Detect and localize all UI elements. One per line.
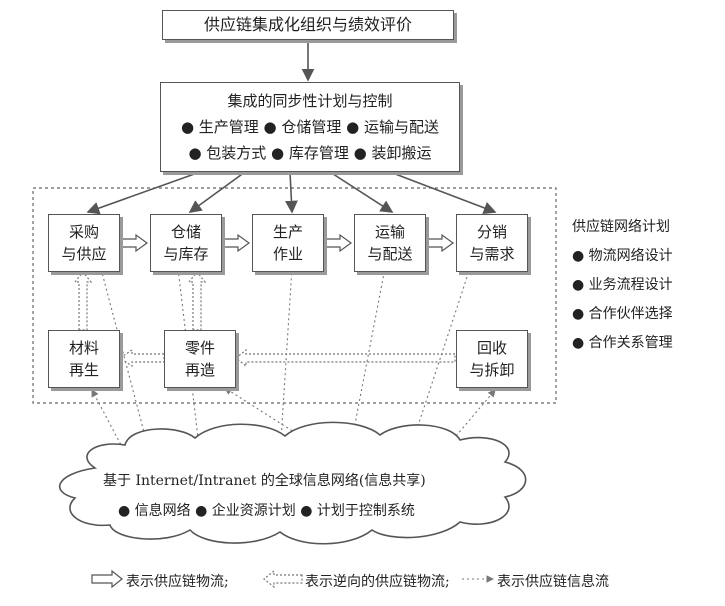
reverse-flow-arrows xyxy=(73,271,456,368)
cloud-title: 基于 Internet/Intranet 的全球信息网络(信息共享) xyxy=(103,473,426,489)
reverse-box-label: 回收 与拆卸 xyxy=(469,339,515,379)
cloud-items: ● 信息网络 ● 企业资源计划 ● 计划于控制系统 xyxy=(118,503,415,519)
reverse-box-label: 零件 再造 xyxy=(184,339,215,379)
legend-reverse-text: 表示逆向的供应链物流; xyxy=(305,574,450,590)
global-network-cloud xyxy=(58,421,527,545)
reverse-box-part-remanufacture: 零件 再造 xyxy=(164,330,236,388)
legend-forward-text: 表示供应链物流; xyxy=(126,574,229,590)
network-plan-item: ● 合作关系管理 xyxy=(572,335,673,351)
forward-flow-arrows xyxy=(120,233,455,253)
network-plan-title: 供应链网络计划 xyxy=(572,219,670,235)
flow-box-warehousing: 仓储 与库存 xyxy=(150,214,222,272)
planning-box: 集成的同步性计划与控制 ● 生产管理 ● 仓储管理 ● 运输与配送 ● 包装方式… xyxy=(160,82,460,172)
legend-forward-symbol xyxy=(91,569,123,589)
network-plan-item: ● 物流网络设计 xyxy=(572,248,673,264)
reverse-box-material-recycle: 材料 再生 xyxy=(48,330,120,388)
reverse-box-recovery-disassembly: 回收 与拆卸 xyxy=(456,330,528,388)
flow-box-label: 运输 与配送 xyxy=(367,223,413,263)
planning-title: 集成的同步性计划与控制 xyxy=(227,92,393,110)
flow-box-label: 生产 作业 xyxy=(272,223,303,263)
flow-box-procurement: 采购 与供应 xyxy=(48,214,120,272)
flow-box-transport: 运输 与配送 xyxy=(354,214,426,272)
network-plan-item: ● 合作伙伴选择 xyxy=(572,306,673,322)
flow-box-label: 采购 与供应 xyxy=(61,223,107,263)
reverse-box-label: 材料 再生 xyxy=(68,339,99,379)
planning-row-1: ● 生产管理 ● 仓储管理 ● 运输与配送 xyxy=(180,118,440,136)
legend-reverse-symbol xyxy=(263,569,303,589)
top-title-box: 供应链集成化组织与绩效评价 xyxy=(162,10,454,40)
network-plan-item: ● 业务流程设计 xyxy=(572,277,673,293)
network-plan: 供应链网络计划 ● 物流网络设计 ● 业务流程设计 ● 合作伙伴选择 ● 合作关… xyxy=(572,213,673,358)
plan-distribution-arrows xyxy=(86,171,497,215)
planning-row-2: ● 包装方式 ● 库存管理 ● 装卸搬运 xyxy=(188,144,432,162)
flow-box-label: 仓储 与库存 xyxy=(163,223,209,263)
supply-chain-boundary xyxy=(32,187,557,404)
flow-box-production: 生产 作业 xyxy=(252,214,324,272)
flow-box-label: 分销 与需求 xyxy=(469,223,515,263)
top-title-text: 供应链集成化组织与绩效评价 xyxy=(203,15,412,34)
legend-info-text: 表示供应链信息流 xyxy=(497,574,609,590)
flow-box-distribution: 分销 与需求 xyxy=(456,214,528,272)
